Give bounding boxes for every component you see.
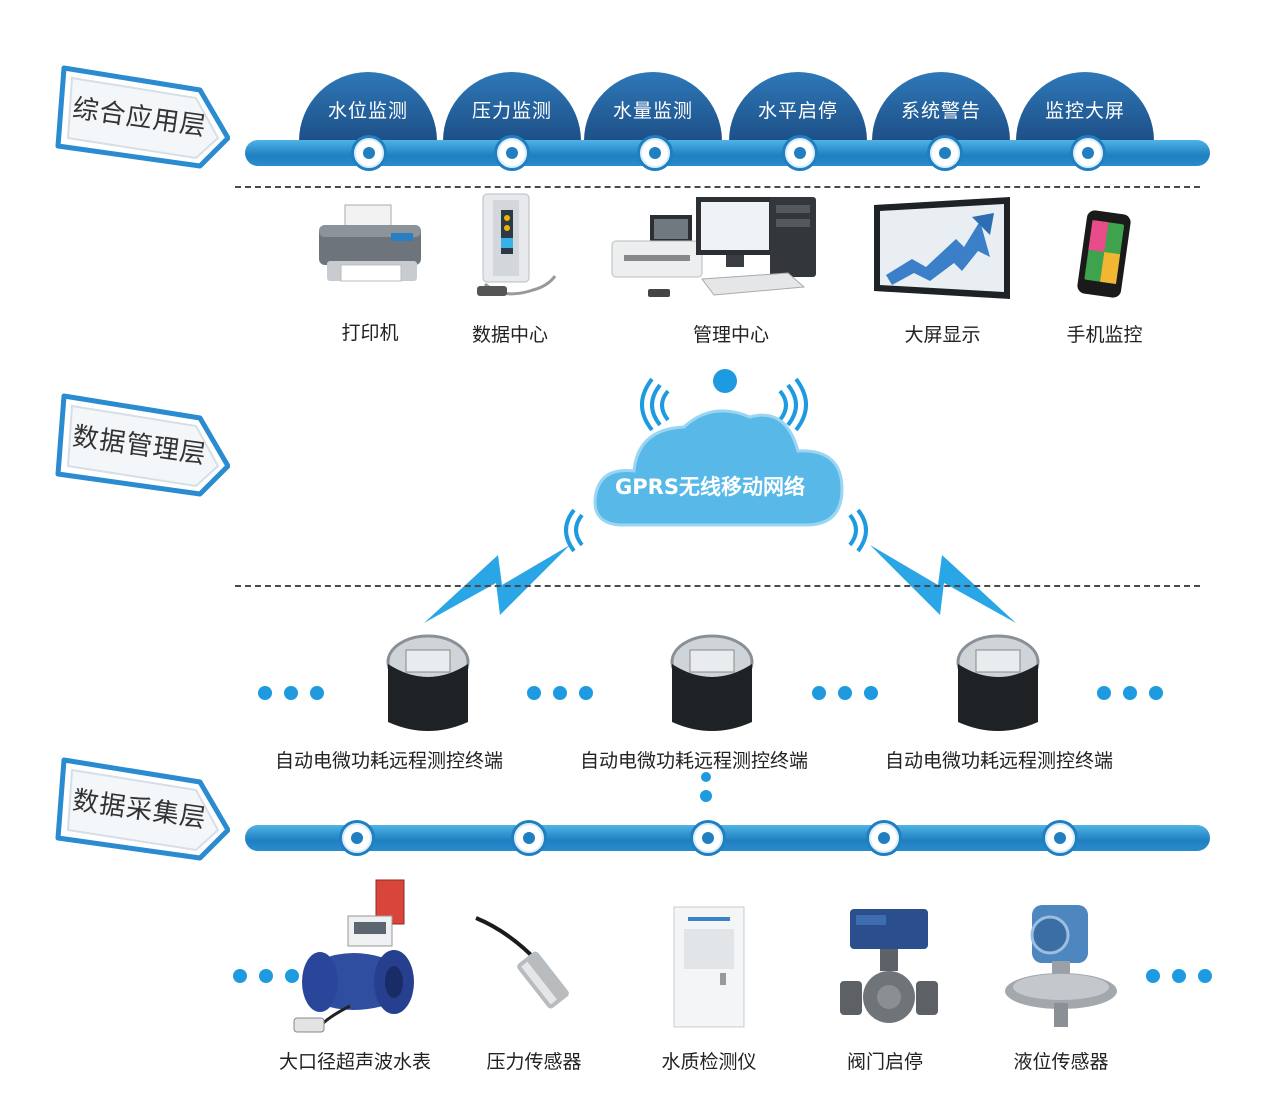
ellipsis-dots: [1146, 969, 1212, 983]
sensor-label-water-quality: 水质检测仪: [661, 1051, 757, 1073]
tab-pressure: 压力监测: [443, 72, 581, 142]
device-label-management-center: 管理中心: [692, 324, 769, 346]
rail-node: [339, 820, 375, 856]
rail-node: [351, 135, 387, 171]
tab-water-level: 水位监测: [299, 72, 437, 142]
level-sensor-icon: [1005, 905, 1117, 1027]
lightning-left-icon: [424, 545, 570, 623]
terminal-device-icon: [670, 634, 754, 731]
rail-node: [494, 135, 530, 171]
terminal-device-icon: [386, 634, 470, 731]
printer-icon: [319, 204, 421, 282]
rail-node: [927, 135, 963, 171]
layer-badge-data-collection: 数据采集层: [50, 752, 230, 862]
gprs-cloud: [564, 369, 868, 553]
divider-top: [235, 186, 1200, 188]
sensor-label-pressure: 压力传感器: [486, 1051, 582, 1073]
device-label-mobile: 手机监控: [1066, 324, 1143, 346]
mobile-phone-icon: [1077, 210, 1131, 298]
lightning-right-icon: [870, 545, 1016, 623]
connector-dots: [700, 772, 712, 802]
server-icon: [477, 193, 557, 296]
device-label-data-center: 数据中心: [471, 324, 548, 346]
ellipsis-dots: [1097, 686, 1163, 700]
divider-bottom: [235, 585, 1200, 587]
rail-node: [1042, 820, 1078, 856]
water-meter-icon: [293, 879, 414, 1033]
terminal-label: 自动电微功耗远程测控终端: [884, 750, 1113, 772]
water-quality-analyzer-icon: [673, 906, 745, 1028]
ellipsis-dots: [527, 686, 593, 700]
tab-system-warning: 系统警告: [872, 72, 1010, 142]
terminal-label: 自动电微功耗远程测控终端: [274, 750, 503, 772]
rail-node: [511, 820, 547, 856]
sensor-label-water-meter: 大口径超声波水表: [278, 1051, 431, 1073]
valve-icon: [840, 909, 938, 1023]
rail-node: [1070, 135, 1106, 171]
ellipsis-dots: [233, 969, 299, 983]
tab-monitor-screen: 监控大屏: [1016, 72, 1154, 142]
tab-water-volume: 水量监测: [584, 72, 722, 142]
big-screen-icon: [874, 197, 1010, 299]
application-rail: [245, 140, 1210, 166]
layer-badge-application: 综合应用层: [50, 60, 230, 170]
layer-badge-data-management: 数据管理层: [50, 388, 230, 498]
rail-node: [690, 820, 726, 856]
ellipsis-dots: [258, 686, 324, 700]
terminal-label: 自动电微功耗远程测控终端: [579, 750, 808, 772]
sensor-label-level: 液位传感器: [1013, 1051, 1109, 1073]
terminal-device-icon: [956, 634, 1040, 731]
rail-node: [782, 135, 818, 171]
rail-node: [866, 820, 902, 856]
ellipsis-dots: [812, 686, 878, 700]
rail-node: [637, 135, 673, 171]
pressure-sensor-icon: [475, 916, 569, 1009]
tab-level-start-stop: 水平启停: [729, 72, 867, 142]
cloud-label: GPRS无线移动网络: [615, 475, 805, 499]
device-label-printer: 打印机: [341, 322, 399, 344]
device-label-big-screen: 大屏显示: [904, 324, 981, 346]
computer-icon: [611, 197, 816, 297]
sensor-label-valve: 阀门启停: [846, 1051, 923, 1073]
